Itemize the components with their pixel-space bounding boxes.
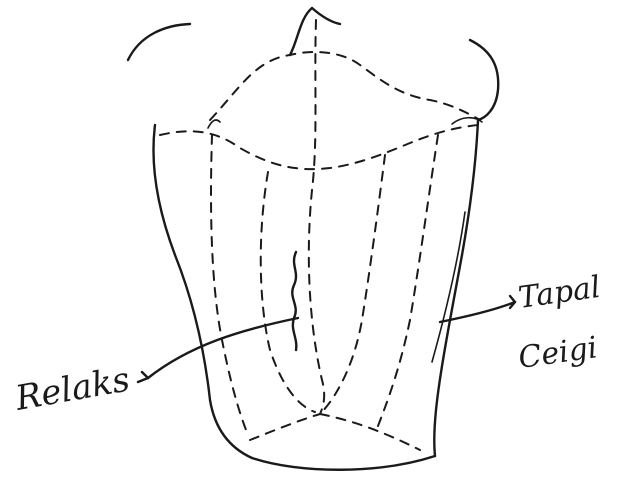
bottom-v-left [250, 414, 320, 440]
right-label-line1: Tapal [516, 270, 602, 316]
left-edge [154, 125, 252, 458]
right-edge [434, 120, 478, 456]
right-edge-detail [432, 212, 465, 362]
right-label-line2: Ceigi [516, 330, 599, 376]
left-shoulder-curve [128, 24, 190, 60]
bottom-edge [252, 456, 435, 470]
left-label: Relaks [12, 360, 133, 420]
outline [128, 8, 498, 470]
vein-2 [261, 172, 315, 412]
center-squiggle [292, 252, 296, 350]
left-shoulder-mark [208, 120, 220, 128]
vein-4 [322, 155, 385, 412]
head-notch-left [290, 8, 312, 55]
left-pointer-arrowhead [138, 372, 148, 382]
crossing-arc [160, 125, 478, 169]
vein-3-center [309, 20, 324, 414]
right-shoulder-curve [470, 40, 498, 120]
vein-5 [378, 135, 438, 426]
upper-arch [210, 52, 480, 120]
vein-1 [211, 135, 248, 435]
bottom-v-right [320, 414, 420, 450]
